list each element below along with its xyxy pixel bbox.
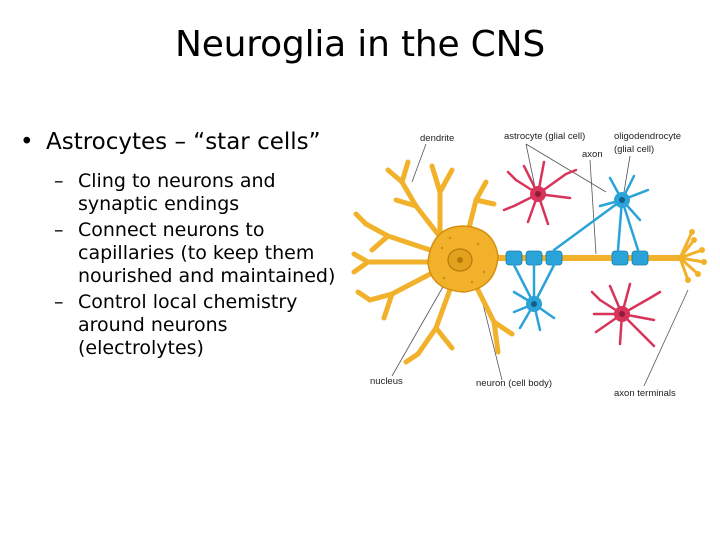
leader-lines xyxy=(391,143,689,387)
neuron-nucleolus xyxy=(457,257,463,263)
bullet-dot: • xyxy=(20,129,34,155)
sub-bullet-cling: – Cling to neurons and synaptic endings xyxy=(20,170,350,216)
axon-terminals xyxy=(678,230,706,282)
astrocyte-top xyxy=(502,160,578,226)
label-axon-terminals: axon terminals xyxy=(614,388,676,399)
sub-bullet-text: Connect neurons to capillaries (to keep … xyxy=(78,219,336,287)
label-dendrite: dendrite xyxy=(420,133,454,144)
bullet-list: • Astrocytes – “star cells” – Cling to n… xyxy=(20,128,350,360)
neuron-dendrites xyxy=(351,159,515,365)
sub-bullet-text: Control local chemistry around neurons (… xyxy=(78,291,298,359)
sub-bullet-dash: – xyxy=(54,291,64,313)
label-oligodendrocyte: oligodendrocyte xyxy=(614,131,681,142)
label-axon: axon xyxy=(582,149,603,160)
label-neuron: neuron (cell body) xyxy=(476,378,552,389)
sub-bullet-list: – Cling to neurons and synaptic endings … xyxy=(20,170,350,360)
slide-title: Neuroglia in the CNS xyxy=(175,24,545,65)
terminal-buttons xyxy=(685,229,707,283)
oligodendrocyte-bottom xyxy=(512,263,556,332)
neuroglia-diagram: dendrite astrocyte (glial cell) axon oli… xyxy=(351,131,707,399)
astrocyte-bottom xyxy=(590,282,662,348)
cell-body-granules xyxy=(440,236,486,284)
sub-bullet-control: – Control local chemistry around neurons… xyxy=(20,291,350,360)
bullet-astrocytes: • Astrocytes – “star cells” xyxy=(20,128,350,156)
label-oligodendrocyte-sub: (glial cell) xyxy=(614,144,654,155)
myelin-sheath xyxy=(505,250,649,266)
oligodendrocyte-top xyxy=(552,174,650,252)
label-nucleus: nucleus xyxy=(370,376,403,387)
label-astrocyte: astrocyte (glial cell) xyxy=(504,131,585,142)
sub-bullet-dash: – xyxy=(54,170,64,192)
sub-bullet-dash: – xyxy=(54,219,64,241)
bullet-text: Astrocytes – “star cells” xyxy=(46,129,321,155)
sub-bullet-connect: – Connect neurons to capillaries (to kee… xyxy=(20,219,350,288)
sub-bullet-text: Cling to neurons and synaptic endings xyxy=(78,170,276,215)
